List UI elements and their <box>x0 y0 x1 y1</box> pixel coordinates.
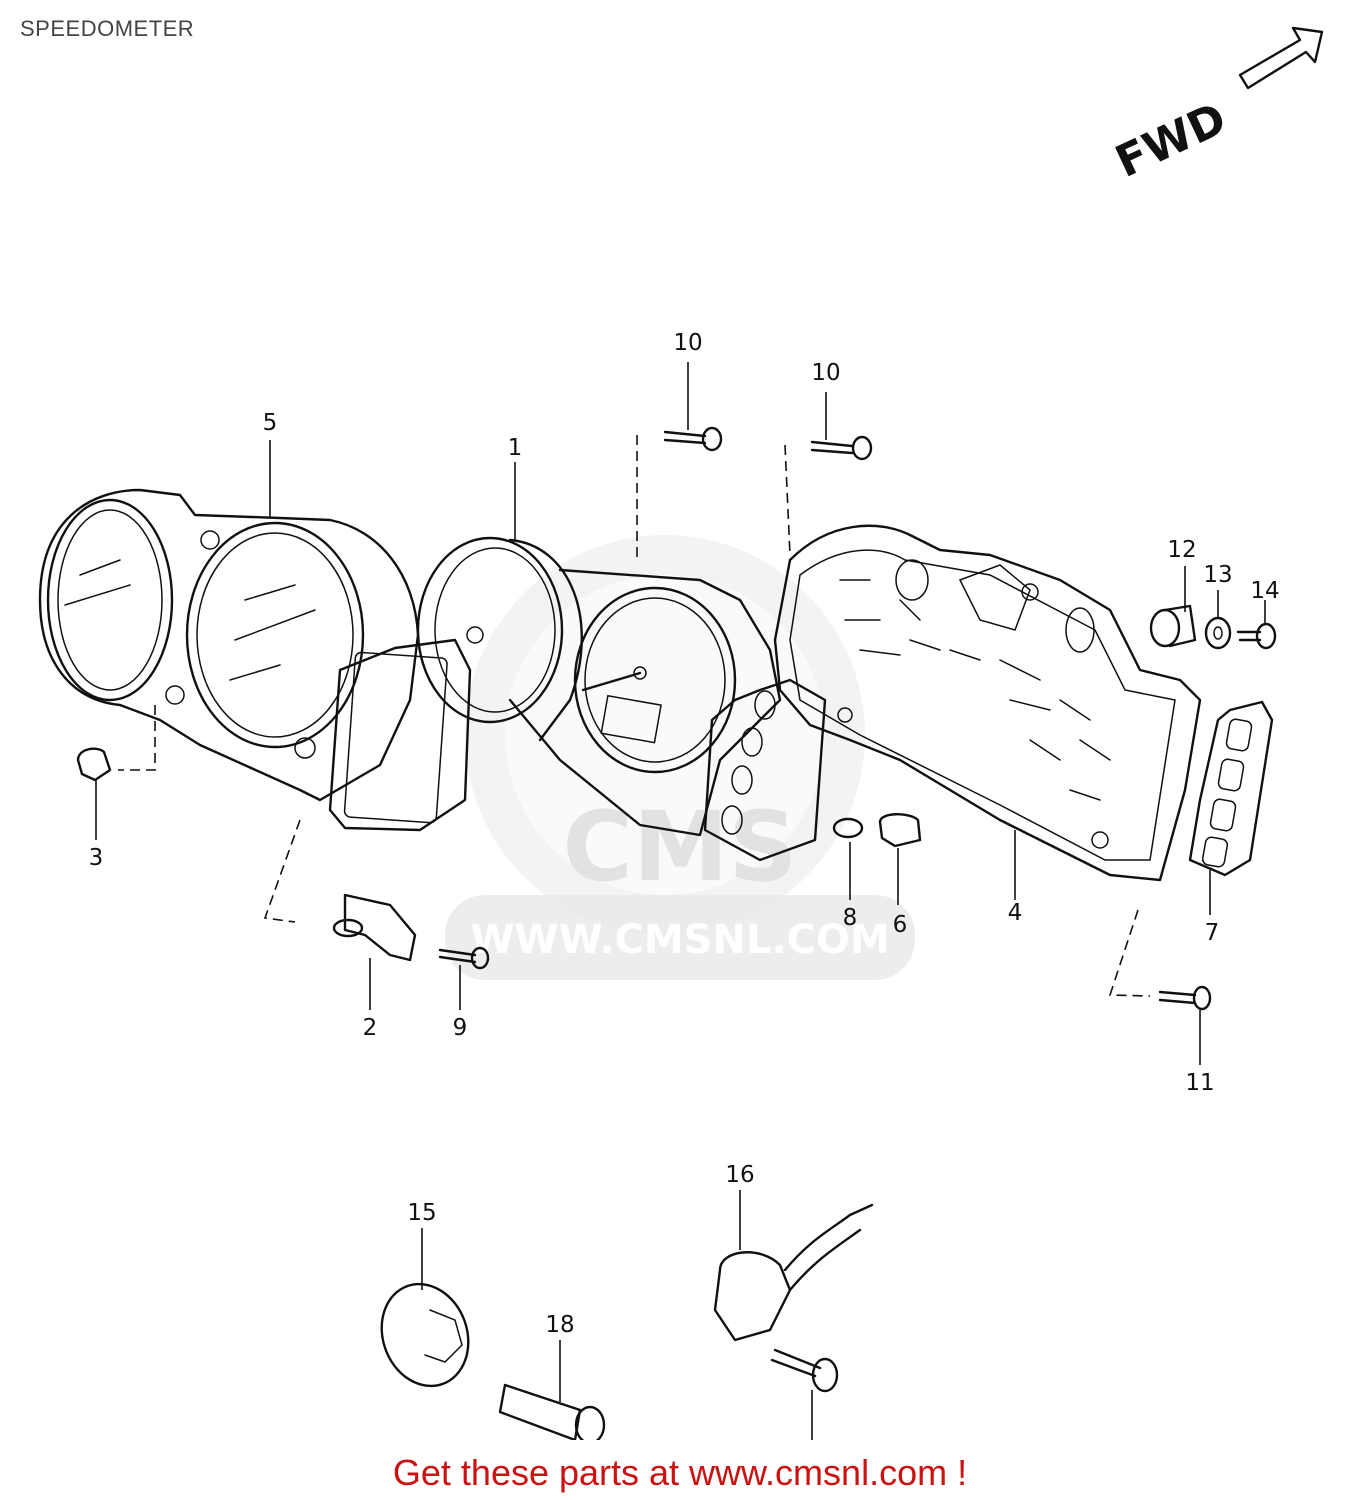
fwd-arrow-icon: FWD <box>1108 26 1324 188</box>
callout-16: 16 <box>725 1162 754 1188</box>
part-15-socket-cap <box>380 1282 470 1388</box>
part-7-bracket <box>1188 700 1274 877</box>
callout-11: 11 <box>1185 1070 1214 1096</box>
callout-4: 4 <box>1008 900 1023 926</box>
part-1-meter-assembly <box>416 536 827 862</box>
callout-12: 12 <box>1167 537 1196 563</box>
callout-3: 3 <box>89 845 104 871</box>
part-13-washer <box>1204 616 1232 650</box>
fwd-label: FWD <box>1108 93 1234 188</box>
callout-14: 14 <box>1250 578 1279 604</box>
part-18-bolt <box>498 1383 606 1440</box>
part-10-screw-right <box>810 435 873 461</box>
part-2-bulb-socket <box>332 893 417 962</box>
callout-labels: 1 2 3 4 5 6 7 8 9 10 10 11 12 13 14 15 1… <box>89 330 1280 1338</box>
callout-10-right: 10 <box>811 360 840 386</box>
part-14-screw <box>1236 622 1277 650</box>
callout-9: 9 <box>453 1015 468 1041</box>
callout-1: 1 <box>508 435 523 461</box>
callout-10-left: 10 <box>673 330 702 356</box>
callout-13: 13 <box>1203 562 1232 588</box>
part-16-sensor <box>713 1203 874 1342</box>
part-7-screw-bottom <box>770 1348 839 1393</box>
callout-7: 7 <box>1205 920 1220 946</box>
part-8-bulb <box>832 817 864 839</box>
part-11-screw <box>1158 985 1212 1011</box>
watermark-url: WWW.CMSNL.COM <box>470 917 890 963</box>
cmsnl-parts-link[interactable]: Get these parts at www.cmsnl.com ! <box>392 1452 968 1493</box>
part-12-cushion <box>1149 604 1197 648</box>
page-title: SPEEDOMETER <box>20 16 195 41</box>
part-10-screw-left <box>663 426 723 452</box>
part-5-gauge-cover <box>38 488 472 832</box>
part-3-grommet <box>76 747 112 782</box>
callout-2: 2 <box>363 1015 378 1041</box>
callout-6: 6 <box>893 912 908 938</box>
callout-18: 18 <box>545 1312 574 1338</box>
part-6-socket <box>878 813 922 848</box>
callout-5: 5 <box>263 410 278 436</box>
callout-15: 15 <box>407 1200 436 1226</box>
watermark-logo-text: CMS <box>562 791 797 903</box>
leader-lines <box>95 362 1266 1440</box>
part-4-lower-case <box>773 524 1202 882</box>
part-9-screw <box>438 946 490 970</box>
exploded-parts-diagram: CMS WWW.CMSNL.COM FWD <box>38 26 1324 1440</box>
callout-8: 8 <box>843 905 858 931</box>
cmsnl-watermark: CMS WWW.CMSNL.COM <box>445 535 915 980</box>
